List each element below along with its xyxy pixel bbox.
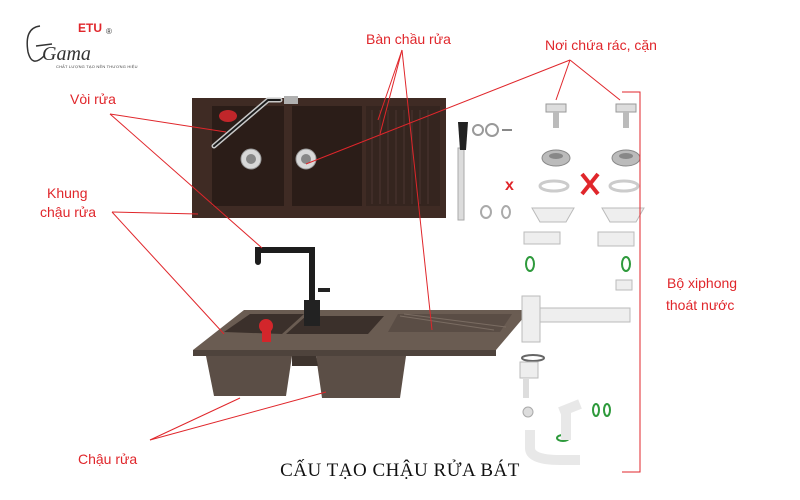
label-tag-red	[259, 319, 273, 342]
cross-icon-small: x	[505, 177, 514, 194]
xiphong-bracket	[622, 91, 641, 473]
brand-logo: Gama ETU ®	[22, 16, 142, 76]
sink-top-view	[192, 96, 446, 218]
logo-mark: Gama ETU ®	[26, 21, 112, 65]
faucet-top-view	[211, 96, 298, 149]
drain-left	[240, 148, 262, 170]
faucet-angled	[255, 247, 330, 326]
cross-icon-large	[580, 172, 600, 196]
drain-column-right	[592, 103, 645, 417]
label-khung-line2: chậu rửa	[40, 204, 97, 220]
label-voi-rua: Vòi rửa	[70, 91, 116, 107]
registered-mark: ®	[106, 27, 112, 36]
logo-tagline: CHẤT LƯỢNG TẠO NÊN THƯƠNG HIỆU	[56, 64, 138, 69]
logo-text: Gama	[42, 43, 91, 65]
label-xiphong-line2: thoát nước	[666, 297, 735, 313]
accessory-parts	[457, 122, 512, 221]
label-chau-rua: Chậu rửa	[78, 451, 138, 467]
sink-angled-view	[193, 247, 530, 398]
label-noi-chua-rac: Nơi chứa rác, cặn	[545, 37, 657, 53]
logo-etu-mark: ETU	[78, 21, 102, 35]
drain-column-left	[519, 103, 631, 465]
label-ban-chau-rua: Bàn chầu rửa	[366, 31, 451, 47]
label-xiphong-line1: Bộ xiphong	[667, 275, 738, 291]
diagram-title: CẤU TẠO CHẬU RỬA BÁT	[280, 460, 520, 481]
drain-right	[295, 148, 317, 170]
leader-lines	[109, 49, 621, 441]
label-khung-line1: Khung	[47, 185, 88, 201]
